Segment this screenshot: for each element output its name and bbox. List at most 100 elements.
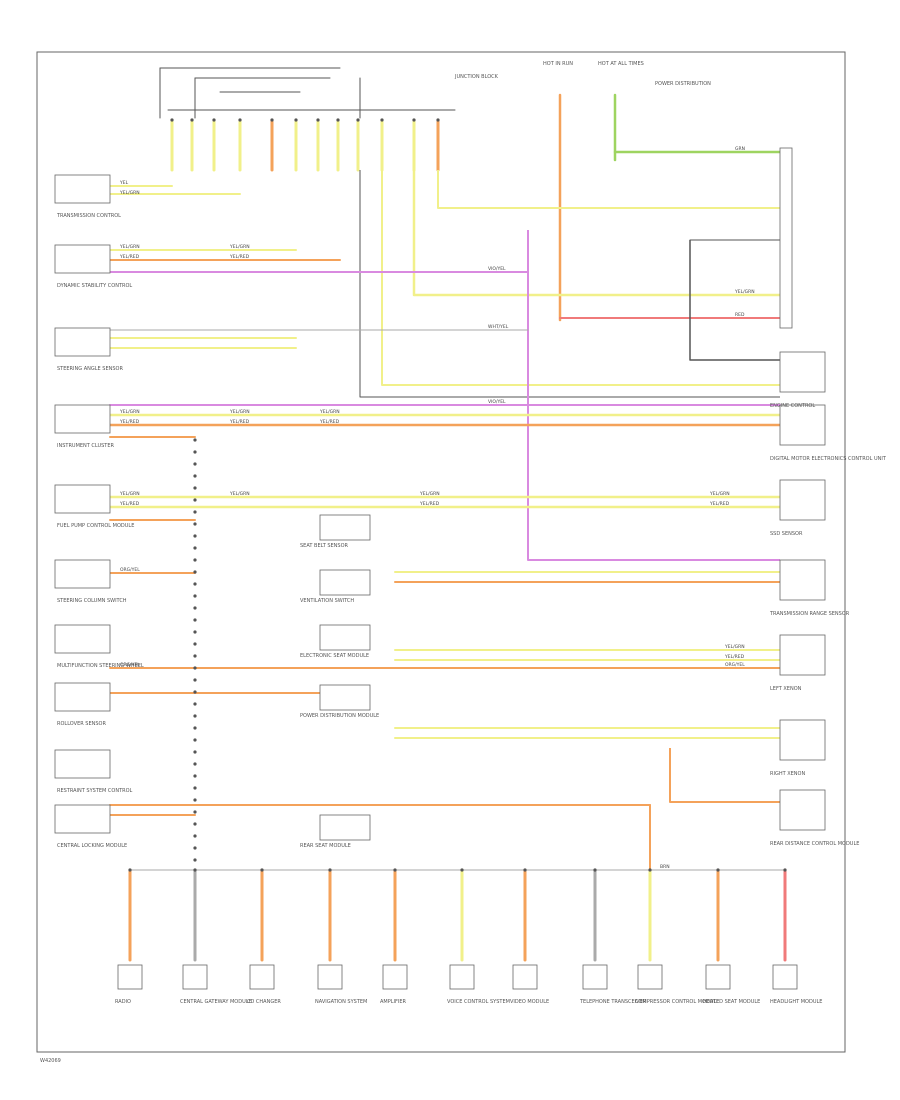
ground-module-g7 bbox=[512, 964, 538, 990]
ground-splice-g8 bbox=[593, 868, 597, 872]
module-right-xenon bbox=[779, 719, 826, 761]
module-seat-belt-sensor bbox=[319, 514, 371, 541]
ground-splice-g3 bbox=[260, 868, 264, 872]
module-label-power-distribution: POWER DISTRIBUTION MODULE bbox=[300, 713, 379, 719]
top-splice bbox=[336, 118, 340, 122]
module-power-distribution bbox=[319, 684, 371, 711]
module-ventilation-switch bbox=[319, 569, 371, 596]
trunk-yellow bbox=[437, 170, 780, 209]
ground-label-g4: NAVIGATION SYSTEM bbox=[315, 999, 367, 1005]
module-label-restraint-system-control: RESTRAINT SYSTEM CONTROL bbox=[57, 788, 133, 794]
top-splice bbox=[436, 118, 440, 122]
ground-trace-dot bbox=[193, 654, 197, 658]
ground-module-g1 bbox=[117, 964, 143, 990]
wire-color-label: WHT/YEL bbox=[488, 324, 509, 330]
module-label-electronic-seat-module: ELECTRONIC SEAT MODULE bbox=[300, 653, 369, 659]
ground-label-g8: TELEPHONE TRANSCEIVER bbox=[579, 999, 647, 1005]
module-steering-angle-sensor bbox=[54, 327, 111, 357]
ground-splice-g9 bbox=[648, 868, 652, 872]
ground-trace-dot bbox=[193, 582, 197, 586]
module-rollover-sensor bbox=[54, 682, 111, 712]
ground-trace-dot bbox=[193, 774, 197, 778]
wire-color-label: YEL bbox=[119, 180, 129, 186]
wire-color-label: YEL/RED bbox=[229, 419, 250, 425]
ground-trace-dot bbox=[193, 846, 197, 850]
ground-trace-dot bbox=[193, 678, 197, 682]
module-label-ssd-sensor: SSD SENSOR bbox=[770, 531, 803, 537]
ground-trace-dot bbox=[193, 786, 197, 790]
module-label-rear-distance-module: REAR DISTANCE CONTROL MODULE bbox=[770, 841, 859, 847]
fuse-label-2: HOT AT ALL TIMES bbox=[598, 61, 644, 67]
ground-module-g3 bbox=[249, 964, 275, 990]
rdm-wire bbox=[669, 748, 780, 803]
ground-trace-dot bbox=[193, 630, 197, 634]
top-splice bbox=[316, 118, 320, 122]
ground-trace-dot bbox=[193, 558, 197, 562]
module-transmission-range-sensor bbox=[779, 559, 826, 601]
wire-color-label: YEL/RED bbox=[724, 654, 745, 660]
module-rear-distance-module bbox=[779, 789, 826, 831]
ground-module-g2 bbox=[182, 964, 208, 990]
module-label-multifunction-steering-wheel: MULTIFUNCTION STEERING WHEEL bbox=[57, 663, 144, 669]
module-restraint-system-control bbox=[54, 749, 111, 779]
ground-trace-dot bbox=[193, 810, 197, 814]
wire-color-label: VIO/YEL bbox=[488, 399, 506, 405]
violet-bus bbox=[527, 230, 780, 561]
ground-trace-dot bbox=[193, 498, 197, 502]
top-splice bbox=[294, 118, 298, 122]
ground-trace-dot bbox=[193, 450, 197, 454]
module-label-transmission-range-sensor: TRANSMISSION RANGE SENSOR bbox=[769, 611, 850, 617]
ground-splice-g2 bbox=[193, 868, 197, 872]
wire-color-label: YEL/RED bbox=[229, 254, 250, 260]
module-electronic-seat-module bbox=[319, 624, 371, 651]
fuse-label-1: HOT IN RUN bbox=[543, 61, 573, 67]
module-label-rear-seat-module: REAR SEAT MODULE bbox=[300, 843, 351, 849]
ground-trace-dot bbox=[193, 738, 197, 742]
module-body-control bbox=[779, 147, 793, 329]
ground-trace-dot bbox=[193, 642, 197, 646]
module-instrument-cluster bbox=[54, 404, 111, 434]
wire-color-label: BRN bbox=[660, 864, 670, 870]
top-splice bbox=[380, 118, 384, 122]
ground-trace-dot bbox=[193, 438, 197, 442]
wire-color-label: YEL/RED bbox=[119, 419, 140, 425]
ground-module-g6 bbox=[449, 964, 475, 990]
ground-module-g5 bbox=[382, 964, 408, 990]
wire-color-label: ORG/YEL bbox=[120, 567, 140, 573]
module-engine-control bbox=[779, 351, 826, 393]
module-transmission-control bbox=[54, 174, 111, 204]
ground-trace-dot bbox=[193, 618, 197, 622]
module-digital-motor-electronics bbox=[779, 404, 826, 446]
top-splice bbox=[270, 118, 274, 122]
module-label-ventilation-switch: VENTILATION SWITCH bbox=[300, 598, 354, 604]
module-label-right-xenon: RIGHT XENON bbox=[770, 771, 805, 777]
ground-trace-dot bbox=[193, 690, 197, 694]
module-central-locking-module bbox=[54, 804, 111, 834]
ground-trace-dot bbox=[193, 462, 197, 466]
top-splice bbox=[170, 118, 174, 122]
wire-color-label: YEL/RED bbox=[419, 501, 440, 507]
trunk-yellow bbox=[412, 170, 780, 297]
ground-trace-dot bbox=[193, 522, 197, 526]
ground-trace-dot bbox=[193, 510, 197, 514]
ground-trace-dot bbox=[193, 726, 197, 730]
ground-trace-dot bbox=[193, 750, 197, 754]
ground-trace-dot bbox=[193, 486, 197, 490]
ground-module-g11 bbox=[772, 964, 798, 990]
ground-trace-dot bbox=[193, 714, 197, 718]
wire-color-label: GRN bbox=[735, 146, 745, 152]
top-splice bbox=[356, 118, 360, 122]
wire-color-label: RED bbox=[735, 312, 745, 318]
ground-label-g9: COMPRESSOR CONTROL MODULE bbox=[635, 999, 719, 1005]
trunk-yellow bbox=[381, 170, 780, 386]
ground-splice-g1 bbox=[128, 868, 132, 872]
ground-module-g4 bbox=[317, 964, 343, 990]
wire-color-label: YEL/GRN bbox=[724, 644, 745, 650]
module-label-rollover-sensor: ROLLOVER SENSOR bbox=[57, 721, 106, 727]
wire-color-label: YEL/RED bbox=[709, 501, 730, 507]
module-rear-seat-module bbox=[319, 814, 371, 841]
wire-color-label: VIO/YEL bbox=[488, 266, 506, 272]
ground-label-g6: VOICE CONTROL SYSTEM bbox=[447, 999, 510, 1005]
power-dist-label: POWER DISTRIBUTION bbox=[655, 81, 711, 87]
top-splice bbox=[212, 118, 216, 122]
